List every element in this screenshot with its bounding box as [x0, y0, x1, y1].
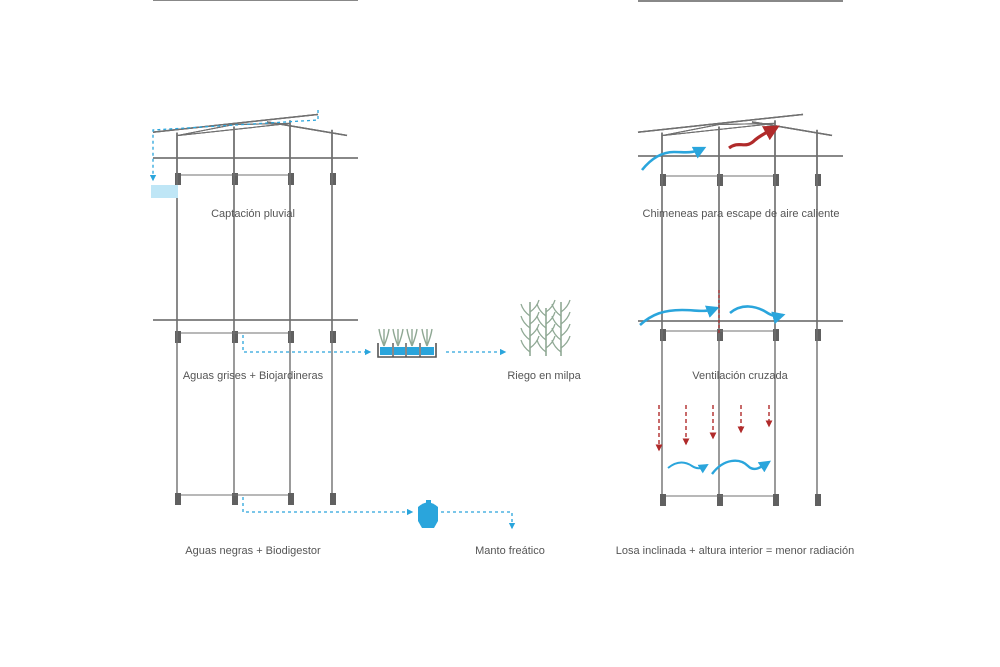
caption-water-table: Manto freático [475, 545, 545, 557]
roof-slab [152, 113, 319, 133]
footing [815, 174, 821, 186]
water-table-flow-arrow [441, 511, 516, 530]
interior-airflow-arrow-2 [711, 459, 771, 475]
footing [288, 331, 294, 343]
corn-leaf [560, 311, 571, 325]
caption-rainwater-capture: Captación pluvial [211, 208, 295, 220]
corn-leaf [529, 299, 540, 313]
caption-milpa-irrigation: Riego en milpa [507, 370, 581, 382]
footing [288, 493, 294, 505]
corn-leaf [545, 323, 556, 337]
rainwater-flow-arrow [149, 110, 319, 182]
interior-airflow-arrow-1 [667, 461, 709, 474]
cool-air-inflow-arrow [640, 146, 707, 171]
caption-hot-air-chimneys: Chimeneas para escape de aire caliente [642, 208, 840, 220]
corn-leaf [536, 303, 547, 317]
footing [175, 331, 181, 343]
building-section-chimney [637, 0, 843, 186]
footing [660, 329, 666, 341]
corn-leaf [560, 299, 571, 313]
truss-chord [718, 122, 776, 125]
corn-leaf [545, 299, 556, 313]
footing [330, 493, 336, 505]
footing [660, 174, 666, 186]
roof-slab [637, 113, 804, 133]
footing [288, 173, 294, 185]
cross-ventilation-arrow-2 [729, 305, 786, 325]
plant-sprig [383, 328, 390, 347]
caption-graywater-biogardens: Aguas grises + Biojardineras [182, 370, 324, 382]
solar-radiation-arrows [655, 405, 773, 452]
plant-sprig [426, 328, 433, 347]
footing [232, 173, 238, 185]
plant-sprig [421, 328, 428, 347]
rainwater-cistern [151, 185, 178, 198]
cross-ventilation-arrow-1 [639, 305, 720, 326]
plant-sprig [411, 328, 418, 347]
building-section-graywater [152, 113, 358, 343]
building-section-blackwater [152, 113, 358, 505]
building-section-radiation [637, 113, 843, 506]
corn-leaf [551, 327, 562, 341]
footing [175, 493, 181, 505]
footing [175, 173, 181, 185]
corn-leaf [551, 339, 562, 353]
corn-leaf [560, 335, 571, 349]
graywater-flow-arrow [242, 335, 372, 356]
corn-leaf [520, 339, 531, 353]
truss-chord [176, 123, 235, 137]
truss-tie [176, 122, 291, 137]
corn-leaf [529, 311, 540, 325]
caption-cross-ventilation: Ventilación cruzada [692, 370, 788, 382]
plant-sprig [397, 328, 404, 347]
corn-leaf [536, 327, 547, 341]
corn-leaf [545, 335, 556, 349]
corn-leaf [536, 315, 547, 329]
caption-blackwater-biodigester: Aguas negras + Biodigestor [185, 545, 321, 557]
corn-leaf [520, 315, 531, 329]
footing [717, 174, 723, 186]
truss-chord [661, 123, 720, 137]
corn-leaf [551, 303, 562, 317]
hot-air-exhaust-arrow [728, 125, 780, 150]
truss-tie [661, 122, 776, 137]
footing [330, 331, 336, 343]
corn-leaf [529, 335, 540, 349]
footing [773, 329, 779, 341]
corn-leaf [529, 323, 540, 337]
biodigester-tank-icon [418, 500, 438, 528]
footing [815, 494, 821, 506]
corn-leaf [545, 311, 556, 325]
footing [660, 494, 666, 506]
footing [773, 494, 779, 506]
corn-leaf [520, 303, 531, 317]
plant-sprig [378, 328, 385, 347]
footing [717, 329, 723, 341]
footing [232, 331, 238, 343]
footing [773, 174, 779, 186]
caption-sloped-slab-radiation: Losa inclinada + altura interior = menor… [615, 545, 855, 557]
plant-sprig [392, 328, 399, 347]
corn-leaf [536, 339, 547, 353]
biojardinera-planter-icon [377, 343, 437, 358]
plant-sprig [406, 328, 413, 347]
corn-leaf [551, 315, 562, 329]
corn-leaf [560, 323, 571, 337]
footing [330, 173, 336, 185]
footing [717, 494, 723, 506]
corn-leaf [520, 327, 531, 341]
blackwater-flow-arrow [242, 497, 414, 516]
milpa-crops-icon [520, 299, 571, 356]
footing [815, 329, 821, 341]
biojardinera-plants-icon [378, 328, 433, 347]
footing [232, 493, 238, 505]
